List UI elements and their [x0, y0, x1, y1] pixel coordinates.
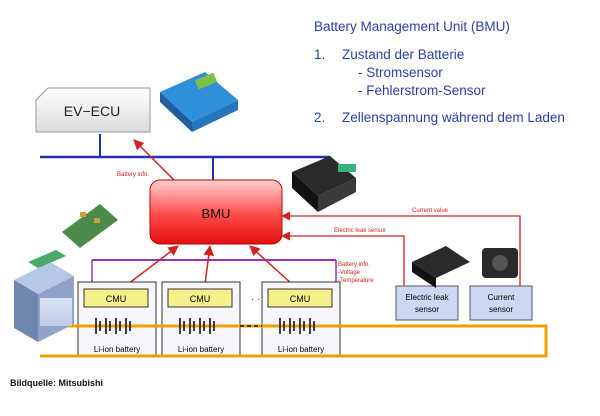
item-1-text: Zustand der Batterie — [342, 47, 465, 62]
arrow-cmu2-to-bmu — [203, 244, 214, 285]
battery-3-label: Li-ion battery — [278, 345, 324, 354]
battery-info-label: Battery info. — [117, 172, 149, 178]
bmu-module-picture — [292, 156, 356, 212]
leak-sensor-picture — [412, 246, 470, 288]
svg-text:Electric leak: Electric leak — [405, 293, 449, 302]
battery-module-1: CMU Li-ion battery — [77, 281, 157, 357]
can-bus — [40, 134, 330, 180]
battery-module-3: CMU Li-ion battery — [261, 281, 341, 357]
svg-text:Current: Current — [488, 293, 515, 302]
battery-info-detail: Battery info. -Voltage -Temperature — [338, 262, 374, 284]
arrow-bmu-to-ecu — [133, 139, 181, 187]
bmu-box: BMU — [149, 179, 283, 245]
svg-text:-Voltage: -Voltage — [338, 270, 361, 276]
image-source-caption: Bildquelle: Mitsubishi — [10, 378, 104, 388]
bmu-label: BMU — [202, 206, 231, 221]
current-sensor-picture — [482, 248, 518, 278]
cmu-1-label: CMU — [106, 294, 127, 304]
cmu-2-label: CMU — [190, 294, 211, 304]
more-modules-dots: · · · — [251, 294, 267, 305]
svg-text:sensor: sensor — [489, 305, 513, 314]
item-1-sub-a: - Stromsensor — [358, 65, 443, 80]
current-sensor-box: Current sensor — [469, 285, 533, 321]
svg-text:sensor: sensor — [415, 305, 439, 314]
leak-sensor-signal-label: Electric leak sensor — [334, 228, 386, 234]
cell-symbols — [95, 318, 315, 334]
arrow-current-value — [281, 211, 521, 286]
electric-leak-sensor-box: Electric leak sensor — [395, 285, 459, 321]
arrow-cmu1-to-bmu — [127, 245, 179, 285]
cmu-2-box — [167, 288, 233, 308]
current-value-label: Current value — [412, 208, 449, 214]
battery-1-label: Li-ion battery — [94, 345, 140, 354]
item-2-text: Zellenspannung während dem Laden — [342, 110, 565, 125]
cmu-1-box — [83, 288, 149, 308]
item-1-sub-b: - Fehlerstrom-Sensor — [358, 83, 486, 98]
cmu-board-picture — [62, 204, 118, 248]
item-1-number: 1. — [314, 47, 326, 62]
ev-ecu-box: EV−ECU — [35, 87, 151, 133]
title-block: Battery Management Unit (BMU) 1. Zustand… — [314, 18, 594, 127]
battery-2-label: Li-ion battery — [178, 345, 224, 354]
arrow-cmu3-to-bmu — [249, 245, 293, 285]
arrow-leak-sensor — [281, 231, 405, 286]
svg-text:-Temperature: -Temperature — [338, 278, 374, 284]
battery-pack-picture — [14, 250, 74, 342]
diagram-title: Battery Management Unit (BMU) — [314, 19, 510, 34]
cmu-3-box — [267, 288, 333, 308]
cmu-3-label: CMU — [290, 294, 311, 304]
battery-module-2: CMU Li-ion battery — [161, 281, 241, 357]
ecu-module-picture — [160, 72, 238, 132]
item-2-number: 2. — [314, 110, 326, 125]
ev-ecu-label: EV−ECU — [64, 103, 120, 119]
svg-text:Battery info.: Battery info. — [338, 262, 370, 268]
